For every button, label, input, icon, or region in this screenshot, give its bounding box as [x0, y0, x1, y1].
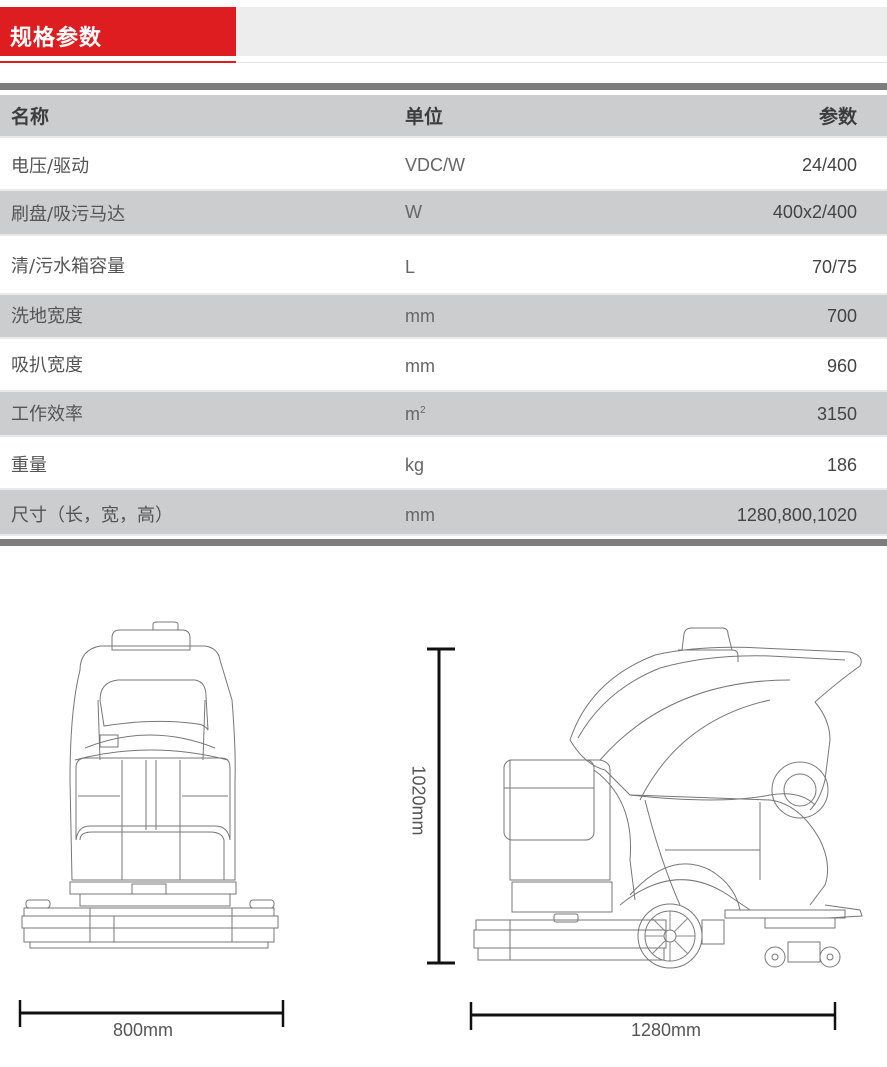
row-name: 重量	[11, 455, 47, 476]
row-value: 400x2/400	[772, 202, 857, 222]
table-row: 清/污水箱容量 L 70/75	[0, 236, 887, 295]
row-value: 1280,800,1020	[736, 505, 857, 525]
table-row: 吸扒宽度 mm 960	[0, 339, 887, 392]
header-name: 名称	[11, 106, 50, 128]
row-name: 电压/驱动	[11, 156, 90, 177]
spec-table: 名称 单位 参数 电压/驱动 VDC/W 24/400 刷盘/吸污马达 W 40…	[0, 95, 887, 536]
table-header-row: 名称 单位 参数	[0, 95, 887, 138]
row-value: 700	[826, 306, 857, 326]
row-name: 清/污水箱容量	[11, 256, 126, 277]
section-title: 规格参数	[10, 26, 103, 51]
row-name: 吸扒宽度	[11, 355, 83, 376]
row-name: 工作效率	[11, 404, 83, 425]
row-unit: VDC/W	[405, 155, 465, 175]
table-row: 电压/驱动 VDC/W 24/400	[0, 138, 887, 191]
table-row: 刷盘/吸污马达 W 400x2/400	[0, 191, 887, 236]
row-unit: mm	[405, 306, 435, 326]
row-value: 186	[826, 455, 857, 475]
table-bottom-rule	[0, 539, 887, 546]
width-dimension-label: 800mm	[113, 1020, 174, 1040]
row-unit: mm	[405, 505, 435, 525]
row-value: 960	[826, 356, 857, 376]
table-row: 尺寸（长，宽，高） mm 1280,800,1020	[0, 490, 887, 536]
length-dimension-line	[469, 1002, 837, 1030]
length-dimension-label: 1280mm	[631, 1020, 702, 1040]
table-row: 重量 kg 186	[0, 437, 887, 490]
front-view-scrubber-drawing	[21, 621, 279, 949]
unit-base: m	[405, 404, 420, 424]
section-title-box: 规格参数	[0, 7, 236, 56]
row-unit: mm	[405, 356, 435, 376]
row-name: 洗地宽度	[11, 306, 83, 327]
row-value: 24/400	[801, 155, 857, 175]
row-value: 3150	[816, 404, 857, 424]
title-underline	[236, 62, 887, 63]
row-unit: L	[405, 257, 416, 277]
height-dimension-label: 1020mm	[408, 765, 429, 836]
title-underline-accent	[0, 61, 236, 63]
height-dimension-line	[427, 647, 455, 965]
header-unit: 单位	[405, 106, 444, 128]
unit-superscript: 2	[420, 405, 426, 416]
row-name: 尺寸（长，宽，高）	[11, 505, 173, 526]
table-row: 洗地宽度 mm 700	[0, 295, 887, 339]
table-top-rule	[0, 83, 887, 90]
side-view-scrubber-drawing	[473, 627, 863, 969]
width-dimension-line	[18, 1000, 285, 1027]
row-unit: kg	[405, 455, 425, 475]
row-unit: W	[405, 202, 422, 222]
row-value: 70/75	[811, 257, 857, 277]
table-row: 工作效率 m2 3150	[0, 392, 887, 437]
row-name: 刷盘/吸污马达	[11, 203, 126, 225]
row-unit: m2	[405, 404, 426, 425]
header-value: 参数	[818, 106, 857, 128]
